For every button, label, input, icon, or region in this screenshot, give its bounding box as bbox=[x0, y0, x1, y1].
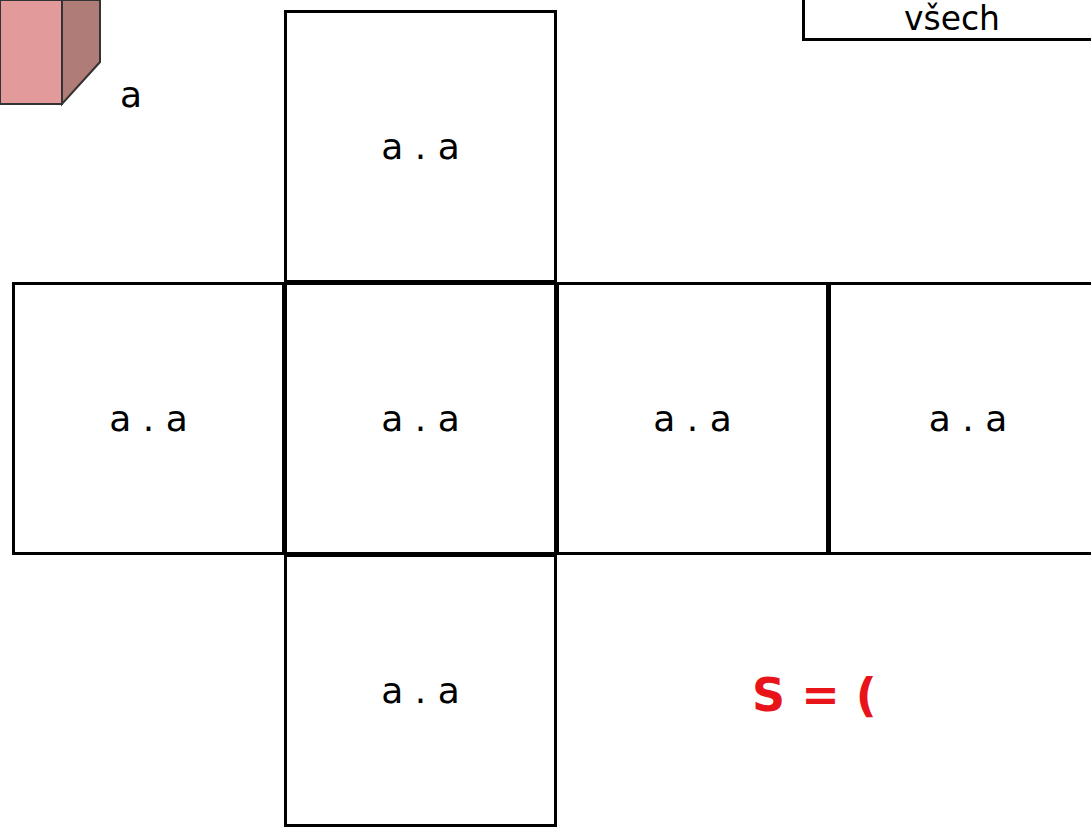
edge-label: a bbox=[120, 74, 142, 115]
formula: S = ( bbox=[752, 668, 877, 722]
area-formula: a . a bbox=[381, 670, 459, 711]
area-formula: a . a bbox=[381, 398, 459, 439]
net-square: a . a bbox=[284, 10, 557, 283]
cube-side-face bbox=[62, 0, 100, 104]
area-formula: a . a bbox=[109, 398, 187, 439]
net-square: a . a bbox=[284, 282, 557, 555]
net-square: a . a bbox=[12, 282, 285, 555]
area-formula: a . a bbox=[653, 398, 731, 439]
cube-front-face bbox=[0, 0, 62, 104]
box-text: všech bbox=[904, 0, 1000, 38]
text-box: všech bbox=[802, 0, 1091, 41]
net-square: a . a bbox=[284, 554, 557, 827]
net-square: a . a bbox=[828, 282, 1091, 555]
area-formula: a . a bbox=[381, 126, 459, 167]
net-square: a . a bbox=[556, 282, 829, 555]
area-formula: a . a bbox=[929, 398, 1007, 439]
